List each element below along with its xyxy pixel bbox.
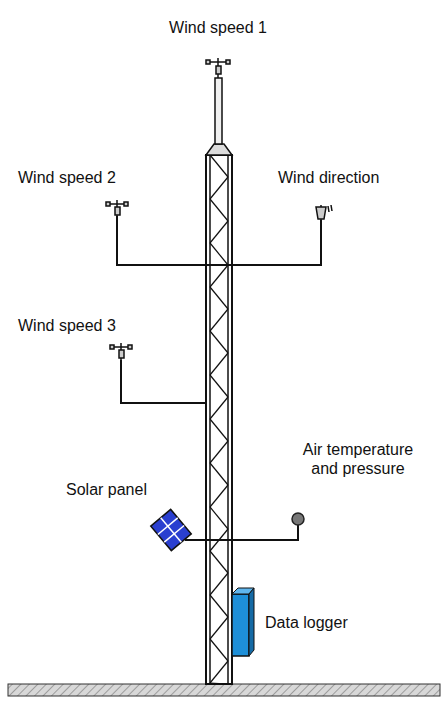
- wind-vane: [316, 205, 332, 220]
- lattice-brace: [210, 287, 228, 309]
- anemometer: [110, 343, 132, 360]
- lattice-brace: [210, 243, 228, 265]
- lattice-brace: [210, 661, 228, 683]
- lattice-brace: [210, 155, 228, 177]
- anemometer: [106, 200, 128, 216]
- lattice-brace: [210, 265, 228, 287]
- lattice-brace: [210, 485, 228, 507]
- part-label: Wind speed 3: [18, 316, 116, 335]
- sensor-boom: [185, 525, 298, 540]
- top-pole: [215, 78, 222, 144]
- lattice-brace: [210, 375, 228, 397]
- lattice-brace: [210, 331, 228, 353]
- lattice-brace: [210, 177, 228, 199]
- lattice-brace: [210, 573, 228, 595]
- lattice-brace: [210, 463, 228, 485]
- lattice-brace: [210, 353, 228, 375]
- lattice-brace: [210, 595, 228, 617]
- solar-panel: [151, 509, 191, 550]
- lattice-brace: [210, 617, 228, 639]
- lattice-brace: [210, 419, 228, 441]
- part-label: Wind speed 1: [169, 18, 267, 37]
- part-label: Air temperature and pressure: [298, 440, 418, 478]
- ground: [8, 684, 440, 696]
- lattice-brace: [210, 507, 228, 529]
- lattice-brace: [210, 199, 228, 221]
- lattice-brace: [210, 683, 228, 684]
- upper-boom: [117, 216, 321, 265]
- lattice-brace: [210, 441, 228, 463]
- temperature-pressure-sensor: [292, 513, 304, 525]
- mast-cap: [206, 144, 232, 155]
- lattice-brace: [210, 309, 228, 331]
- lattice-brace: [210, 639, 228, 661]
- data-logger: [232, 588, 254, 656]
- part-label: Wind speed 2: [18, 168, 116, 187]
- lower-boom: [121, 360, 206, 403]
- lattice-brace: [210, 551, 228, 573]
- lattice-brace: [210, 397, 228, 419]
- part-label: Data logger: [265, 613, 348, 632]
- lattice-brace: [210, 221, 228, 243]
- part-label: Solar panel: [66, 480, 147, 499]
- part-label: Wind direction: [278, 168, 379, 187]
- lattice-tower: [206, 155, 232, 684]
- anemometer: [206, 58, 230, 78]
